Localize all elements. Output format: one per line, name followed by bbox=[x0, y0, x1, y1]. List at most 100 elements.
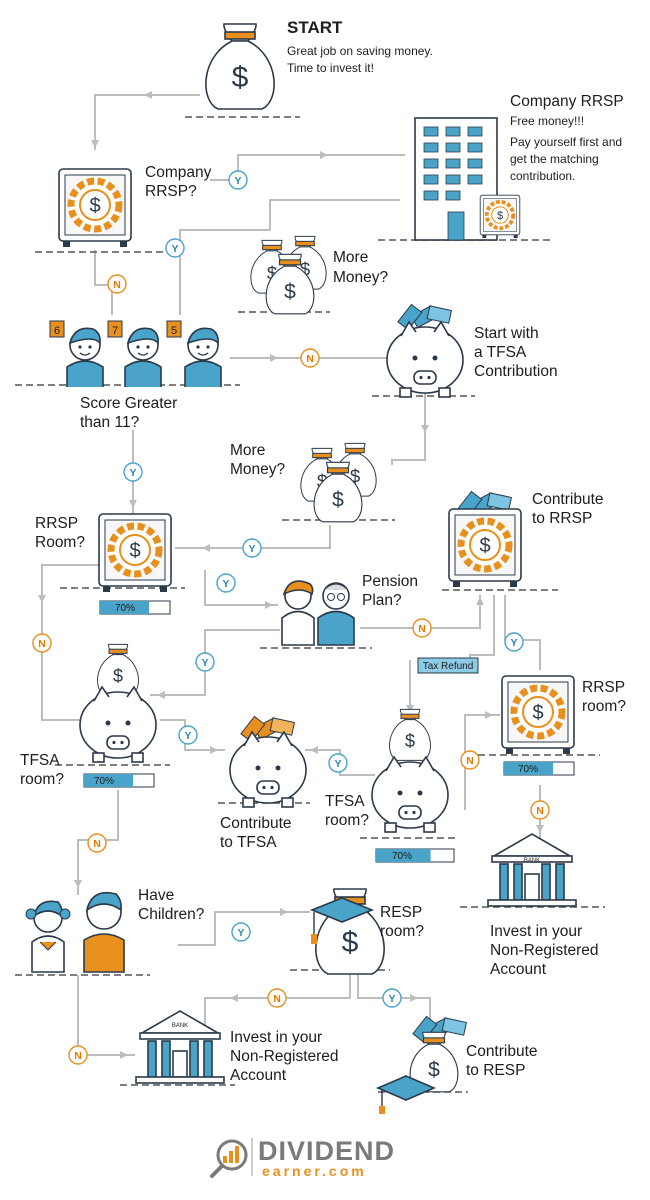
svg-text:Company RRSP: Company RRSP bbox=[510, 93, 624, 110]
svg-text:BANK: BANK bbox=[172, 1023, 188, 1029]
svg-text:Account: Account bbox=[230, 1067, 287, 1084]
judges-icon: 6 7 5 bbox=[49, 320, 222, 388]
svg-text:DIVIDEND: DIVIDEND bbox=[258, 1136, 395, 1166]
safe-icon bbox=[449, 509, 521, 587]
svg-text:5: 5 bbox=[171, 325, 177, 337]
invest-non-registered-node-1: BANK Invest in your Non-Registered Accou… bbox=[487, 833, 599, 978]
svg-text:Money?: Money? bbox=[333, 269, 389, 286]
svg-text:get the matching: get the matching bbox=[510, 152, 599, 166]
yes-marker: Y bbox=[328, 753, 348, 773]
yes-marker: Y bbox=[195, 652, 215, 672]
tfsa-room-question-2: TFSA room? 70% bbox=[325, 708, 455, 863]
resp-room-question: RESP room? bbox=[309, 888, 424, 975]
graduation-cap-icon bbox=[309, 897, 375, 944]
svg-text:to TFSA: to TFSA bbox=[220, 834, 277, 851]
piggy-bank-icon bbox=[386, 321, 464, 398]
svg-text:room?: room? bbox=[20, 771, 64, 788]
progress-bar: 70% bbox=[503, 761, 575, 776]
svg-text:than 11?: than 11? bbox=[80, 414, 140, 431]
svg-text:N: N bbox=[113, 279, 121, 291]
yes-marker: Y bbox=[123, 462, 143, 482]
svg-text:TFSA: TFSA bbox=[325, 793, 365, 810]
company-rrsp-info: Company RRSP Free money!!! Pay yourself … bbox=[414, 93, 624, 241]
start-node: START Great job on saving money. Time to… bbox=[205, 18, 433, 110]
svg-text:Free money!!!: Free money!!! bbox=[510, 114, 584, 128]
svg-text:More: More bbox=[333, 249, 368, 266]
safe-icon bbox=[99, 514, 171, 592]
connector-lines bbox=[38, 91, 544, 1059]
invest-non-registered-node-2: BANK Invest in your Non-Registered Accou… bbox=[135, 1010, 339, 1084]
money-bag-icon bbox=[205, 23, 275, 110]
svg-text:Account: Account bbox=[490, 961, 547, 978]
company-rrsp-question: Company RRSP? bbox=[59, 164, 212, 247]
no-marker: N bbox=[412, 618, 432, 638]
svg-text:Y: Y bbox=[222, 578, 229, 590]
svg-text:Contribution: Contribution bbox=[474, 363, 558, 380]
svg-text:Room?: Room? bbox=[35, 534, 85, 551]
svg-text:Non-Registered: Non-Registered bbox=[230, 1048, 339, 1065]
svg-text:Tax Refund: Tax Refund bbox=[423, 661, 474, 672]
svg-text:to RESP: to RESP bbox=[466, 1062, 525, 1079]
decision-markers: Y Y N N Y Y Y N N Y Y Y Y N N N Y N Y N bbox=[32, 170, 550, 1065]
svg-text:6: 6 bbox=[54, 325, 60, 337]
svg-text:Y: Y bbox=[248, 543, 255, 555]
pension-question: Pension Plan? bbox=[281, 573, 418, 646]
svg-text:Time to invest it!: Time to invest it! bbox=[287, 61, 374, 75]
no-marker: N bbox=[87, 833, 107, 853]
progress-bar: 70% bbox=[99, 600, 171, 615]
safe-icon bbox=[478, 193, 522, 241]
svg-text:7: 7 bbox=[112, 325, 118, 337]
bank-icon bbox=[487, 833, 577, 907]
svg-text:Invest in your: Invest in your bbox=[490, 923, 582, 940]
no-marker: N bbox=[68, 1045, 88, 1065]
svg-text:Y: Y bbox=[129, 467, 136, 479]
svg-text:Have: Have bbox=[138, 887, 174, 904]
contribute-resp-node: Contribute to RESP bbox=[375, 1015, 538, 1114]
piggy-bank-icon bbox=[229, 731, 307, 808]
svg-text:earner.com: earner.com bbox=[262, 1163, 367, 1179]
rrsp-room-question-2: RRSP room? 70% bbox=[502, 676, 626, 776]
piggy-bank-icon bbox=[79, 686, 157, 763]
svg-text:Great job on saving money.: Great job on saving money. bbox=[287, 44, 433, 58]
svg-text:RESP: RESP bbox=[380, 904, 422, 921]
svg-text:N: N bbox=[74, 1050, 82, 1062]
svg-text:Y: Y bbox=[334, 758, 341, 770]
progress-bar: 70% bbox=[375, 848, 455, 863]
svg-text:room?: room? bbox=[582, 698, 626, 715]
svg-text:Y: Y bbox=[388, 993, 395, 1005]
svg-text:Y: Y bbox=[237, 927, 244, 939]
rrsp-room-question-1: RRSP Room? 70% bbox=[35, 514, 171, 615]
svg-text:RRSP?: RRSP? bbox=[145, 183, 197, 200]
no-marker: N bbox=[460, 750, 480, 770]
yes-marker: Y bbox=[228, 170, 248, 190]
yes-marker: Y bbox=[382, 988, 402, 1008]
svg-text:TFSA: TFSA bbox=[20, 752, 60, 769]
svg-text:Y: Y bbox=[184, 730, 191, 742]
svg-text:More: More bbox=[230, 442, 265, 459]
start-title: START bbox=[287, 18, 343, 37]
svg-text:Children?: Children? bbox=[138, 906, 205, 923]
graduation-cap-icon bbox=[375, 1075, 437, 1114]
svg-text:RRSP: RRSP bbox=[35, 515, 78, 532]
yes-marker: Y bbox=[216, 573, 236, 593]
retired-couple-icon bbox=[281, 580, 355, 646]
progress-bar: 70% bbox=[83, 773, 155, 788]
piggy-bank-icon bbox=[371, 756, 449, 833]
svg-text:Company: Company bbox=[145, 164, 212, 181]
svg-text:N: N bbox=[466, 755, 474, 767]
svg-text:a TFSA: a TFSA bbox=[474, 344, 527, 361]
svg-text:room?: room? bbox=[325, 812, 369, 829]
svg-text:Non-Registered: Non-Registered bbox=[490, 942, 599, 959]
svg-text:Invest in your: Invest in your bbox=[230, 1029, 322, 1046]
svg-text:Y: Y bbox=[171, 243, 178, 255]
svg-text:Plan?: Plan? bbox=[362, 592, 402, 609]
svg-text:Score Greater: Score Greater bbox=[80, 395, 177, 412]
no-marker: N bbox=[107, 274, 127, 294]
tax-refund-tag: Tax Refund bbox=[417, 657, 479, 674]
tfsa-start-node: Start with a TFSA Contribution bbox=[386, 303, 558, 398]
dividend-earner-logo: DIVIDEND earner.com bbox=[210, 1136, 395, 1179]
svg-text:Y: Y bbox=[510, 637, 517, 649]
children-question: Have Children? bbox=[25, 887, 205, 973]
svg-text:70%: 70% bbox=[392, 851, 412, 862]
svg-text:Pay yourself first and: Pay yourself first and bbox=[510, 135, 622, 149]
